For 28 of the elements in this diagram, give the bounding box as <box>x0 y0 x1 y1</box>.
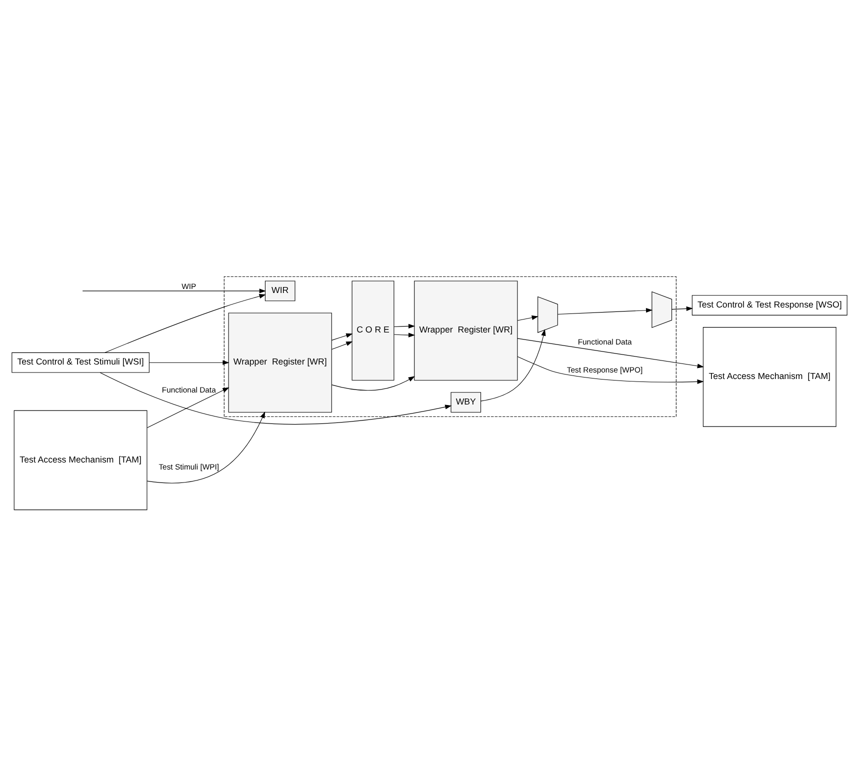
arrow <box>394 323 416 328</box>
node-box: C O R E <box>352 280 394 380</box>
node-box: Test Access Mechanism [TAM] <box>702 326 836 426</box>
arrow <box>672 306 693 311</box>
arrow <box>517 314 538 320</box>
arrow <box>146 386 230 428</box>
arrow <box>331 376 415 390</box>
node-trapezoid <box>652 290 672 328</box>
node-box: Test Control & Test Response [WSO] <box>692 294 848 315</box>
node-box: Test Access Mechanism [TAM] <box>14 410 148 510</box>
node-box: Test Control & Test Stimuli [WSI] <box>12 352 150 372</box>
arrow <box>100 372 452 424</box>
arrow <box>82 288 266 293</box>
arrow <box>517 356 704 384</box>
arrow <box>331 340 353 350</box>
arrow <box>394 332 416 337</box>
node-box: Wrapper Register [WR] <box>414 280 518 380</box>
node-box: Wrapper Register [WR] <box>228 312 332 412</box>
arrow <box>517 338 704 368</box>
arrow <box>480 328 546 401</box>
node-trapezoid <box>538 296 558 332</box>
node-box: WIR <box>264 280 296 301</box>
arrow <box>331 332 353 340</box>
arrow <box>557 308 653 314</box>
node-box: WBY <box>450 392 482 412</box>
arrow <box>104 294 266 352</box>
arrow <box>146 411 266 483</box>
arrow <box>148 360 230 364</box>
